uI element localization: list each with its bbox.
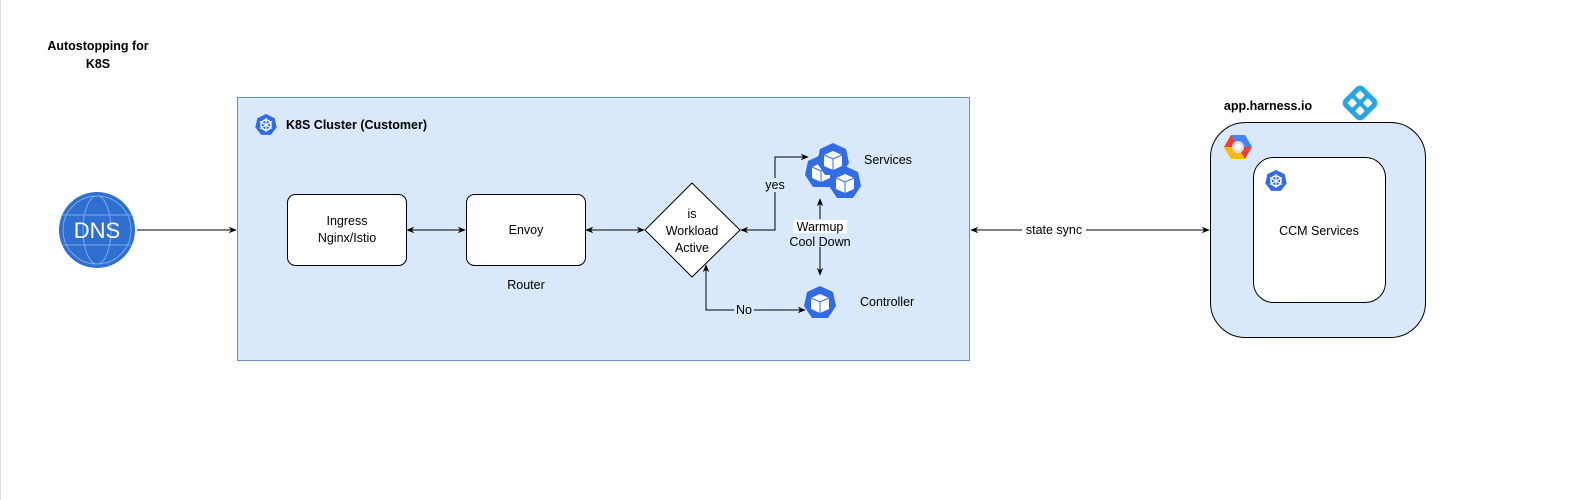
state-sync-label: state sync [1026, 223, 1082, 237]
yes-arrow [740, 153, 809, 234]
ccm-services-box[interactable] [1253, 157, 1386, 303]
diagram-title-line-2: K8S [86, 57, 110, 71]
router-label: Router [507, 278, 545, 292]
no-label: No [736, 303, 752, 317]
warmup-label: Warmup [797, 220, 844, 234]
ingress-sublabel: Nginx/Istio [318, 231, 376, 245]
dns-label: DNS [74, 218, 120, 243]
harness-logo-icon [1342, 85, 1378, 121]
diagram-title-line-1: Autostopping for [47, 39, 148, 53]
controller-label: Controller [860, 295, 914, 309]
decision-line-3: Active [675, 241, 709, 255]
dns-globe-icon: DNS [59, 192, 135, 268]
decision-line-2: Workload [666, 224, 719, 238]
ccm-services-label: CCM Services [1279, 224, 1359, 238]
decision-line-1: is [687, 207, 696, 221]
ingress-box[interactable] [287, 194, 407, 266]
services-label: Services [864, 153, 912, 167]
harness-title: app.harness.io [1224, 99, 1313, 113]
workload-active-decision[interactable] [644, 182, 741, 278]
cluster-title: K8S Cluster (Customer) [286, 118, 427, 132]
envoy-label: Envoy [509, 223, 544, 237]
yes-label: yes [765, 178, 784, 192]
google-cloud-icon [1224, 135, 1252, 159]
cooldown-label: Cool Down [789, 235, 850, 249]
ingress-label: Ingress [327, 214, 368, 228]
no-arrow [702, 264, 806, 314]
